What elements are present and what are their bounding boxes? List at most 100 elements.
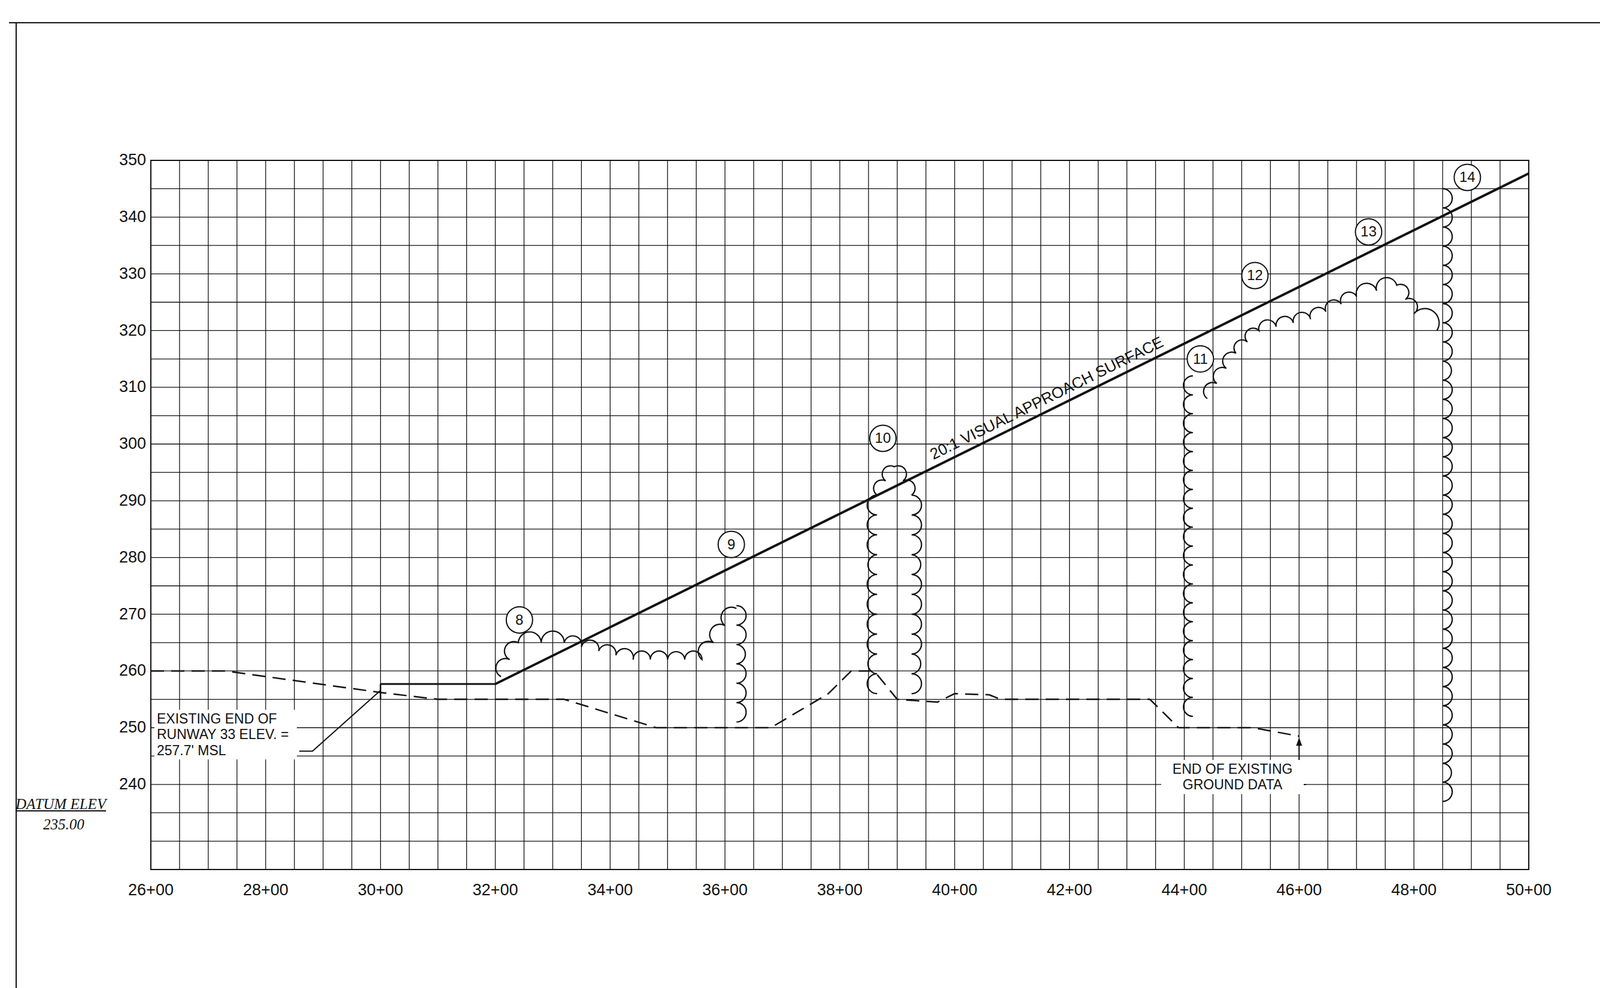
runway-extension-line	[380, 683, 496, 686]
grid-line	[1470, 160, 1472, 870]
callout-number: 12	[1246, 267, 1264, 284]
callout-number: 11	[1192, 351, 1208, 367]
grid-line	[638, 160, 640, 870]
station-label: 36+00	[702, 881, 748, 900]
grid-line	[781, 160, 783, 870]
grid-line	[150, 472, 1529, 473]
elevation-label: 260	[119, 662, 147, 680]
station-label: 46+00	[1276, 881, 1322, 900]
grid-line	[236, 160, 238, 870]
grid-line	[150, 273, 1529, 275]
grid-line	[954, 160, 955, 870]
grid-line	[150, 585, 1529, 587]
grid-line	[150, 841, 1529, 842]
grid-line	[150, 784, 1529, 785]
station-label: 50+00	[1506, 881, 1552, 900]
callout-circle	[718, 531, 745, 558]
grid-line	[150, 415, 1529, 417]
grid-line	[150, 557, 1529, 558]
existing-ground-line	[150, 671, 1299, 737]
elevation-label: 310	[119, 378, 147, 397]
grid-line	[724, 160, 726, 870]
grid-line	[293, 160, 295, 870]
grid-line	[867, 160, 869, 870]
callout-number: 8	[515, 612, 524, 628]
grid-line	[581, 160, 582, 870]
elevation-label: 240	[119, 775, 147, 794]
elevation-label: 270	[119, 605, 147, 624]
grid-line	[552, 160, 554, 870]
station-label: 26+00	[128, 881, 174, 900]
callout-circle	[1241, 262, 1268, 289]
grid-line	[982, 160, 984, 870]
leader-arrowhead	[1295, 737, 1302, 746]
elevation-label: 280	[119, 548, 147, 567]
grid-line	[1499, 160, 1501, 870]
station-label: 32+00	[472, 881, 519, 900]
grid-line	[150, 529, 1529, 530]
callout-number: 13	[1360, 223, 1377, 240]
grid-line	[322, 160, 324, 870]
grid-line	[150, 727, 1529, 728]
grid-line	[466, 160, 467, 870]
grid-line	[150, 812, 1529, 814]
tree-outline	[1183, 375, 1193, 717]
sheet-border	[15, 22, 17, 988]
tree-outline	[1203, 277, 1440, 399]
grid-line	[150, 216, 1529, 218]
elevation-label: 320	[119, 322, 147, 340]
grid-line	[1011, 160, 1013, 870]
elevation-label: 350	[119, 151, 147, 170]
elevation-label: 330	[119, 265, 147, 284]
grid-line	[523, 160, 525, 870]
station-label: 28+00	[243, 881, 289, 900]
sheet-border	[8, 22, 1600, 24]
grid-line	[1126, 160, 1128, 870]
grid-line	[207, 160, 209, 870]
grid-line	[150, 443, 1529, 445]
grid-line	[150, 614, 1529, 615]
grid-line	[810, 160, 812, 870]
runway-end-line	[379, 684, 382, 700]
grid-line	[150, 301, 1529, 303]
grid-line	[1097, 160, 1099, 870]
grid-line	[150, 642, 1529, 643]
grid-line	[1155, 160, 1156, 870]
callout-number: 14	[1459, 169, 1476, 185]
tree-outline	[1442, 188, 1453, 802]
tree-outline	[495, 607, 737, 677]
grid-line	[1356, 160, 1357, 870]
grid-line	[150, 330, 1529, 332]
tree-outline	[736, 605, 746, 722]
grid-line	[896, 160, 898, 870]
tree-outline	[911, 495, 922, 694]
elevation-label: 290	[119, 492, 147, 510]
grid-line	[150, 699, 1529, 700]
grid-line	[696, 160, 697, 870]
grid-line	[150, 756, 1529, 757]
callout-circle	[1186, 345, 1214, 373]
callout-circle	[1355, 218, 1382, 245]
grid-line	[150, 671, 1529, 672]
datum-label: DATUM ELEV	[15, 796, 106, 813]
grid-line	[437, 160, 439, 870]
grid-line	[150, 245, 1529, 247]
grid-line	[1413, 160, 1415, 870]
callout-number: 9	[727, 536, 736, 553]
station-label: 42+00	[1046, 881, 1093, 900]
datum-value: 235.00	[43, 816, 85, 834]
grid-line	[408, 160, 410, 870]
approach-surface-line	[495, 173, 1530, 685]
grid-line	[178, 160, 180, 870]
elevation-label: 300	[119, 435, 147, 454]
callout-number: 10	[875, 430, 892, 446]
grid-line	[150, 358, 1529, 360]
grid-line	[495, 160, 496, 870]
station-label: 30+00	[357, 881, 404, 900]
station-label: 40+00	[931, 881, 978, 900]
grid-line	[265, 160, 266, 870]
station-label: 44+00	[1161, 881, 1208, 900]
leader-line	[299, 690, 381, 752]
elevation-label: 250	[119, 718, 147, 737]
